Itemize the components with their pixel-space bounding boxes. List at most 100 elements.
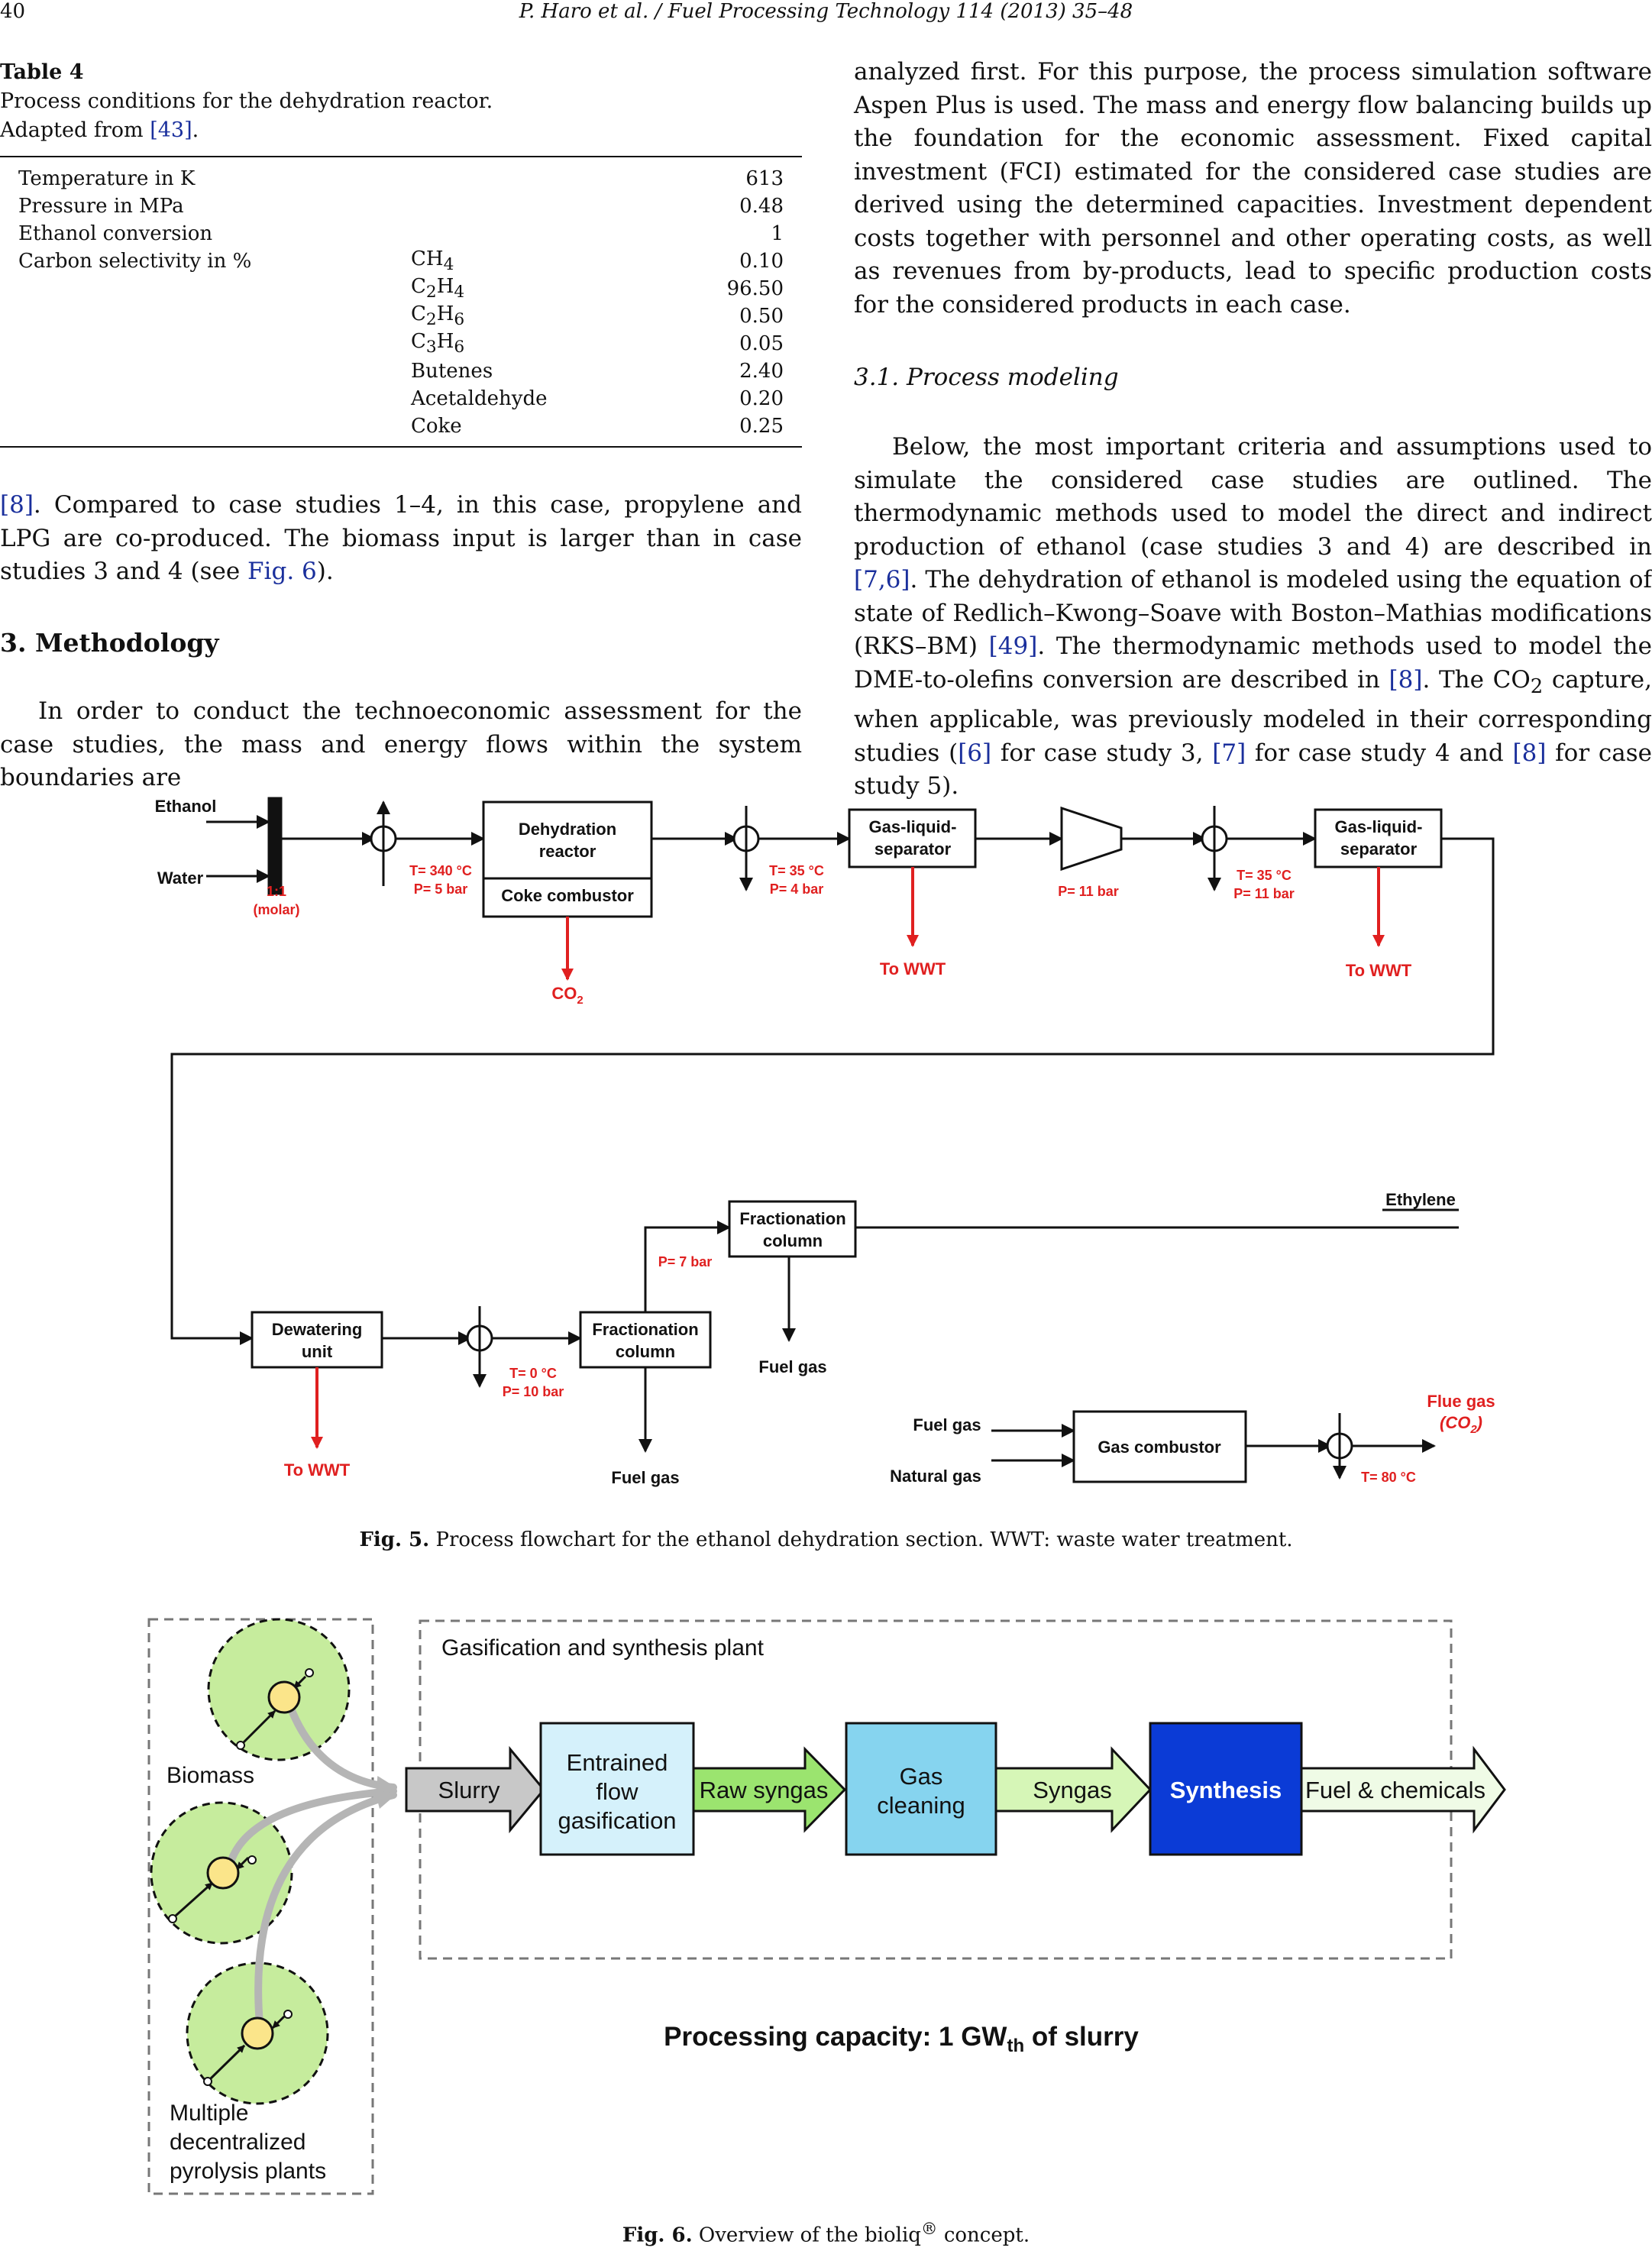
right-paragraph-2: Below, the most important criteria and a… <box>854 433 1652 800</box>
natural-gas-label: Natural gas <box>890 1467 981 1486</box>
fig5-flowchart: Ethanol Water Dehydration reactor Coke c… <box>155 797 1495 1487</box>
ratio-label-2: (molar) <box>253 902 299 917</box>
table4-title: Process conditions for the dehydration r… <box>0 89 493 113</box>
fuel-gas-label-3: Fuel gas <box>913 1415 981 1434</box>
left-paragraph-1: [8]. Compared to case studies 1–4, in th… <box>0 491 802 585</box>
plant-title: Gasification and synthesis plant <box>441 1635 765 1661</box>
ref-43-link[interactable]: [43] <box>150 118 192 142</box>
table4-value: 0.10 <box>739 250 784 273</box>
slurry-label: Slurry <box>438 1777 500 1803</box>
ef-label-1: Entrained <box>567 1749 668 1776</box>
fuel-gas-label-1: Fuel gas <box>758 1357 826 1376</box>
to-wwt-label-1: To WWT <box>880 959 946 978</box>
table4-param: Carbon selectivity in % <box>18 250 252 273</box>
pyrolysis-plants-label: pyrolysis plants <box>170 2159 326 2184</box>
fig6-link[interactable]: Fig. 6 <box>247 558 317 585</box>
table4-label: Table 4 <box>0 60 84 84</box>
t35a-label: T= 35 °C <box>769 863 824 878</box>
flue-gas-label: Flue gas <box>1427 1392 1495 1411</box>
to-wwt-label-3: To WWT <box>284 1460 351 1480</box>
p11b-label: P= 11 bar <box>1233 886 1295 901</box>
decentralized-label: decentralized <box>170 2130 306 2155</box>
left-column-2: In order to conduct the technoeconomic a… <box>0 695 802 795</box>
ref-6-link[interactable]: [6] <box>958 739 992 767</box>
table4-row: Coke 0.25 <box>0 412 802 440</box>
left-paragraph-2: In order to conduct the technoeconomic a… <box>0 697 802 791</box>
ef-label-3: gasification <box>558 1807 676 1834</box>
frac1-label-1: Fractionation <box>592 1320 698 1339</box>
right-paragraph-1: analyzed first. For this purpose, the pr… <box>854 58 1652 319</box>
table4-subparam <box>411 165 716 192</box>
table4-subparam: C3H6 <box>411 330 465 357</box>
table4-param <box>0 275 411 302</box>
ref-49-link[interactable]: [49] <box>988 632 1038 660</box>
flue-gas-co2-label: (CO2) <box>1440 1413 1482 1436</box>
p7-label: P= 7 bar <box>658 1254 713 1269</box>
p11-label: P= 11 bar <box>1058 884 1119 899</box>
t80-label: T= 80 °C <box>1361 1470 1416 1485</box>
ref-7-link[interactable]: [7] <box>1212 739 1246 767</box>
table4-value: 0.20 <box>739 387 784 410</box>
table4-param: Pressure in MPa <box>18 195 184 218</box>
dehydration-reactor-label-1: Dehydration <box>519 820 616 839</box>
multiple-label: Multiple <box>170 2101 248 2126</box>
p4-label: P= 4 bar <box>770 881 824 897</box>
table4-subparam <box>411 192 716 220</box>
ref-8-link-2[interactable]: [8] <box>1389 665 1423 694</box>
biomass-label: Biomass <box>166 1763 254 1788</box>
ref-8-link[interactable]: [8] <box>0 491 34 519</box>
t0-label: T= 0 °C <box>509 1366 557 1381</box>
right-column-2: Below, the most important criteria and a… <box>854 431 1652 804</box>
ethylene-label: Ethylene <box>1385 1190 1456 1209</box>
gls1-label-2: separator <box>874 839 952 859</box>
frac2-label-1: Fractionation <box>739 1209 845 1228</box>
to-wwt-label-2: To WWT <box>1346 961 1412 980</box>
gls2-label-1: Gas-liquid- <box>1335 817 1423 836</box>
table4-param: Ethanol conversion <box>18 222 213 245</box>
table4-value: 0.50 <box>739 305 784 328</box>
left-column: [8]. Compared to case studies 1–4, in th… <box>0 489 802 589</box>
page-number: 40 <box>0 0 26 23</box>
t35b-label: T= 35 °C <box>1237 868 1292 883</box>
frac2-label-2: column <box>763 1231 823 1250</box>
table4-subparam: C2H6 <box>411 302 465 330</box>
section-heading-methodology: 3. Methodology <box>0 628 219 658</box>
co2-label: CO2 <box>551 984 583 1007</box>
gas-cleaning-label-2: cleaning <box>877 1792 965 1819</box>
dewatering-label-2: unit <box>302 1342 333 1361</box>
gls1-label-1: Gas-liquid- <box>869 817 957 836</box>
ref-8-link-3[interactable]: [8] <box>1512 739 1547 767</box>
subsection-heading-process-modeling: 3.1. Process modeling <box>854 364 1119 391</box>
label-water: Water <box>157 868 204 888</box>
table4-row: Butenes 2.40 <box>0 357 802 385</box>
table4-param <box>0 412 411 440</box>
fig5-caption: Fig. 5. Process flowchart for the ethano… <box>359 1528 1293 1551</box>
table4-row: Pressure in MPa 0.48 <box>0 192 802 220</box>
table4-value: 2.40 <box>739 360 784 383</box>
table4-subparam: CH4 <box>411 247 454 275</box>
table4-param <box>0 330 411 357</box>
table4-block: Table 4 Process conditions for the dehyd… <box>0 58 802 448</box>
fig6-diagram: Biomass Multiple decentralized pyrolysis… <box>147 1618 1506 2195</box>
table4-row: Carbon selectivity in % CH4 0.10 <box>0 247 802 275</box>
table4-subparam <box>411 220 716 247</box>
frac1-label-2: column <box>616 1342 675 1361</box>
table4-subparam: C2H4 <box>411 275 465 302</box>
label-ethanol: Ethanol <box>155 797 217 816</box>
ref-7-6-link[interactable]: [7,6] <box>854 566 910 593</box>
table4-subparam: Coke <box>411 415 462 438</box>
table4-param: Temperature in K <box>18 167 196 190</box>
synthesis-label: Synthesis <box>1170 1777 1282 1803</box>
raw-syngas-label: Raw syngas <box>700 1777 829 1803</box>
table4-value: 0.25 <box>739 415 784 438</box>
table4-value: 0.48 <box>739 195 784 218</box>
t340-label: T= 340 °C <box>409 863 472 878</box>
right-column: analyzed first. For this purpose, the pr… <box>854 56 1652 322</box>
gls2-label-2: separator <box>1340 839 1418 859</box>
ef-label-2: flow <box>596 1778 638 1805</box>
running-header: P. Haro et al. / Fuel Processing Technol… <box>519 0 1133 23</box>
table4-subparam: Butenes <box>411 360 493 383</box>
